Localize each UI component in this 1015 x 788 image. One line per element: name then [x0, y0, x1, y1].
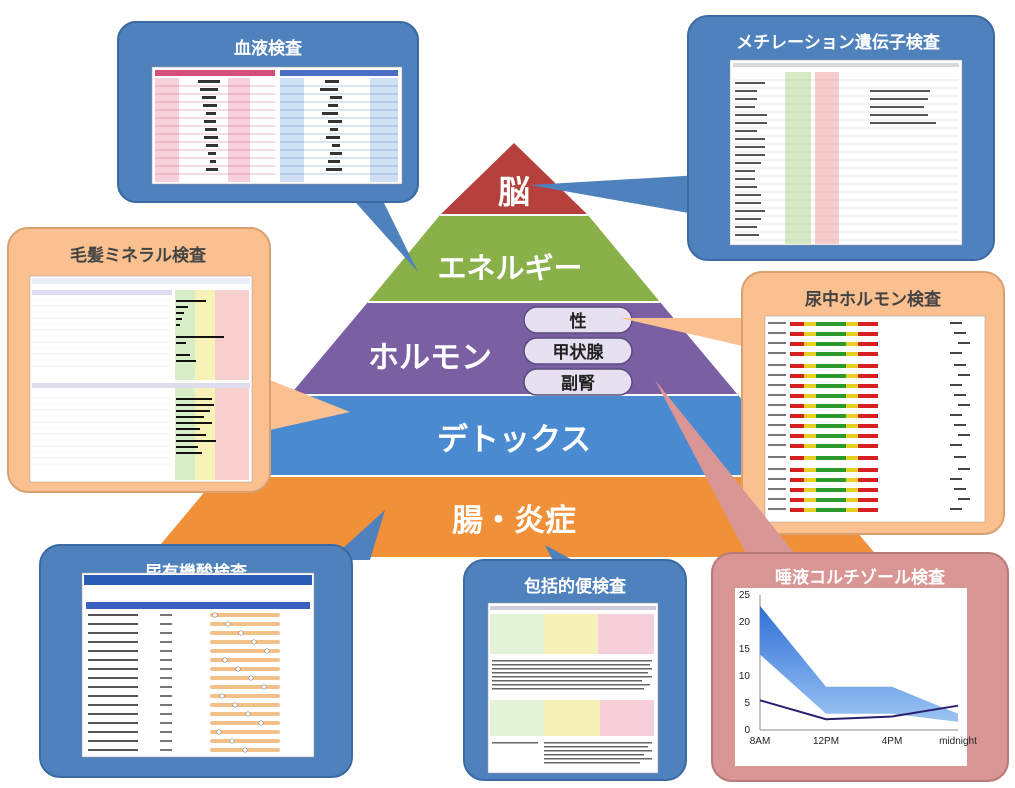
x-tick-label: 4PM — [882, 736, 903, 747]
layer-label-detox: デトックス — [437, 422, 591, 458]
hair-report-thumbnail — [29, 275, 253, 483]
urine-hormone-report-thumbnail — [764, 315, 986, 523]
stool-report-thumbnail — [487, 602, 659, 774]
organic-acid-report-thumbnail — [81, 572, 315, 758]
blood-report-thumbnail — [151, 66, 403, 185]
bubble-hair-title: 毛髪ミネラル検査 — [70, 245, 207, 266]
bubble-methylation-title: メチレーション遺伝子検査 — [736, 32, 941, 53]
pyramid-layer-brain — [440, 143, 588, 215]
cortisol-chart: 0 5 10 15 20 25 8AM 12PM 4PM midnight — [735, 588, 977, 766]
bubble-blood-test: 血液検査 — [117, 21, 419, 272]
y-tick-label: 20 — [739, 617, 751, 628]
pyramid-layer-detox — [218, 395, 810, 476]
pyramid-layer-gut — [150, 476, 878, 557]
hormone-pill-sex-label: 性 — [570, 311, 587, 332]
hormone-pill-thyroid: 甲状腺 — [523, 337, 633, 365]
y-tick-label: 10 — [739, 671, 751, 682]
layer-label-brain: 脳 — [498, 173, 530, 211]
pyramid-layer-energy — [368, 215, 660, 302]
bubble-cortisol-test: 唾液コルチゾール検査 0 5 10 15 20 25 8AM 12PM 4PM midnight — [655, 380, 1009, 782]
y-tick-label: 0 — [744, 725, 750, 736]
pyramid: 脳 エネルギー ホルモン デトックス 腸・炎症 性 甲状腺 副腎 — [150, 143, 878, 557]
hormone-pill-thyroid-label: 甲状腺 — [553, 342, 605, 363]
reference-range-band — [760, 605, 958, 722]
bubble-hair-mineral-test: 毛髪ミネラル検査 — [7, 227, 350, 493]
y-tick-label: 15 — [739, 644, 751, 655]
layer-label-gut: 腸・炎症 — [452, 503, 576, 539]
y-tick-label: 5 — [744, 698, 750, 709]
bubble-cortisol-title: 唾液コルチゾール検査 — [775, 567, 946, 588]
hormone-pill-sex: 性 — [523, 306, 633, 334]
bubble-methylation-test: メチレーション遺伝子検査 — [530, 15, 995, 261]
pyramid-layer-hormone — [290, 302, 738, 395]
bubble-urine-hormone-test: 尿中ホルモン検査 — [620, 271, 1005, 535]
methylation-report-thumbnail — [729, 59, 963, 246]
x-tick-label: 12PM — [813, 736, 839, 747]
x-tick-label: 8AM — [750, 736, 771, 747]
hormone-pill-adrenal: 副腎 — [523, 368, 633, 396]
layer-label-hormone: ホルモン — [368, 340, 492, 376]
bubble-urine-hormone-title: 尿中ホルモン検査 — [805, 289, 942, 310]
bubble-stool-test: 包括的便検査 — [463, 545, 687, 781]
cortisol-line — [759, 699, 959, 721]
bubble-organic-acid-test: 尿有機酸検査 — [39, 510, 385, 778]
x-tick-label: midnight — [939, 736, 977, 747]
hormone-pill-adrenal-label: 副腎 — [561, 374, 595, 394]
bubble-stool-title: 包括的便検査 — [524, 576, 627, 597]
y-tick-label: 25 — [739, 590, 751, 601]
layer-label-energy: エネルギー — [437, 251, 582, 285]
bubble-blood-title: 血液検査 — [234, 38, 303, 59]
